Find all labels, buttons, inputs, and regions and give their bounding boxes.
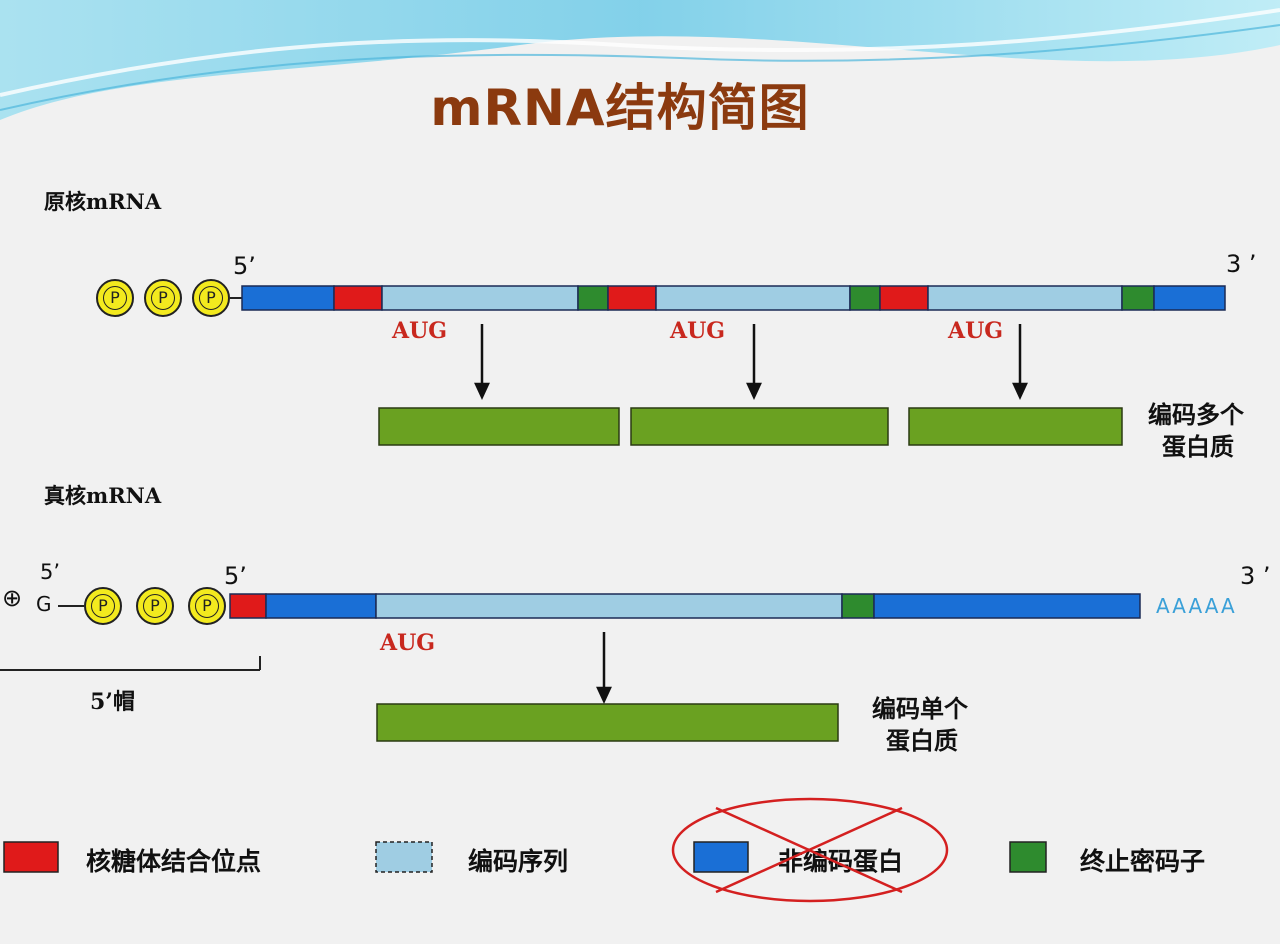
prokaryote-five-prime-label: 5’ [233,252,256,280]
prokaryote-label: 原核mRNA [44,189,162,214]
phosphate-icon: P [136,587,174,625]
legend-label-coding: 编码序列 [468,847,569,876]
eukaryote-five-prime-label: 5’ [224,562,247,590]
cap-symbol: ⊕ [2,584,23,612]
stop-codon-segment [849,285,881,311]
translation-arrow [474,324,1028,400]
phosphate-icon: P [192,279,230,317]
phosphate-label: P [91,594,115,618]
cap-bracket [0,656,261,671]
start-codon-label: AUG [392,318,448,344]
start-codon-label: AUG [948,318,1004,344]
prokaryote-protein-label-line1: 编码多个 [1148,400,1244,429]
eukaryote-protein-label-line2: 蛋白质 [886,726,958,755]
header-wave-decoration [0,0,1280,120]
cap-five-prime-label: 5’ [40,560,61,584]
stop-codon-segment [577,285,609,311]
stop-codon-segment [1121,285,1155,311]
phosphate-icon: P [188,587,226,625]
phosphate-label: P [143,594,167,618]
rbs-segment [879,285,929,311]
eukaryote-three-prime-label: 3 ’ [1240,562,1271,590]
utr-segment [241,285,335,311]
start-codon-label: AUG [380,630,436,656]
phosphate-label: P [151,286,175,310]
prokaryote-three-prime-label: 3 ’ [1226,250,1257,278]
legend-label-noncoding: 非编码蛋白 [778,847,904,876]
phosphate-label: P [103,286,127,310]
phosphate-icon: P [84,587,122,625]
legend-label-rbs: 核糖体结合位点 [86,847,262,876]
legend-swatch-noncoding [693,841,749,873]
poly-a-tail-label: AAAAA [1156,594,1237,618]
protein-bar [630,407,889,446]
phosphate-icon: P [96,279,134,317]
prokaryote-protein-label-line2: 蛋白质 [1162,432,1234,461]
utr-segment [873,593,1141,619]
phosphate-label: P [199,286,223,310]
rbs-segment [607,285,657,311]
legend-swatch-stop [1009,841,1047,873]
utr-segment [1153,285,1226,311]
coding-segment [381,285,579,311]
protein-bar [378,407,620,446]
eukaryote-label: 真核mRNA [44,483,162,508]
start-codon-label: AUG [670,318,726,344]
cap-guanine-label: G [36,592,52,616]
translation-arrow [596,632,612,704]
phosphate-icon: P [144,279,182,317]
legend-swatch-rbs [3,841,59,873]
rbs-segment [229,593,267,619]
protein-bar [376,703,839,742]
rbs-segment [333,285,383,311]
page-title: mRNA结构简图 [430,79,810,137]
coding-segment [927,285,1123,311]
phosphate-label: P [195,594,219,618]
protein-bar [908,407,1123,446]
legend-swatch-coding [375,841,433,873]
eukaryote-protein-label-line1: 编码单个 [872,694,968,723]
legend-label-stop: 终止密码子 [1080,847,1206,876]
cap-label: 5’帽 [90,689,135,715]
